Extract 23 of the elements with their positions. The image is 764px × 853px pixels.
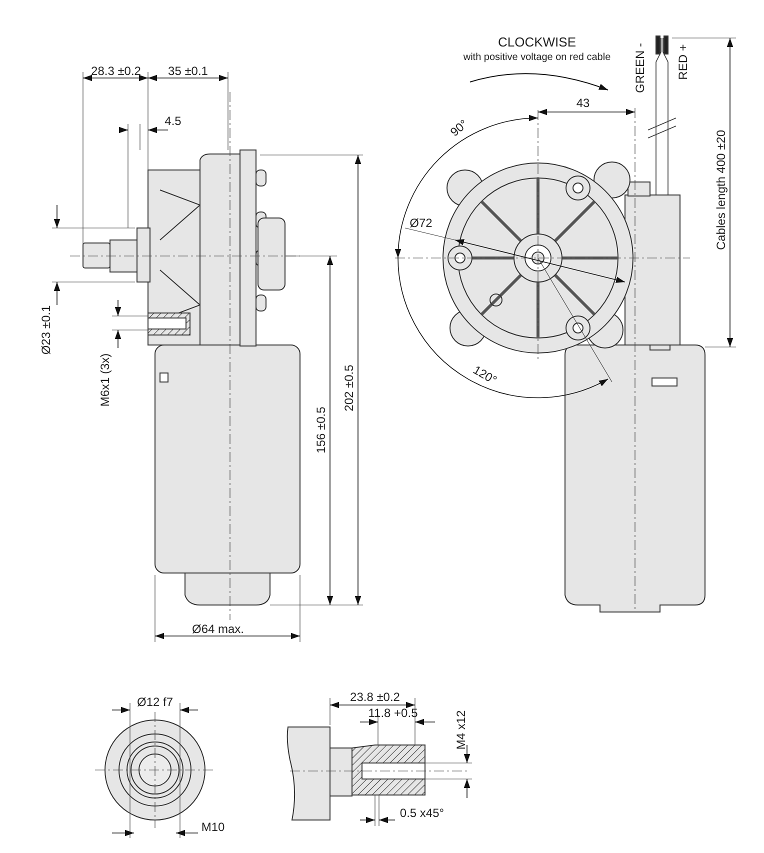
dimension-label: Cables length 400 ±20	[715, 130, 727, 250]
dimension-label: 11.8 +0.5	[368, 707, 418, 719]
rotation-label: CLOCKWISE	[498, 36, 576, 48]
dimension-label: 120°	[471, 364, 499, 386]
dimension-label: 23.8 ±0.2	[350, 691, 400, 703]
dimension-label: 43	[576, 97, 590, 109]
dimension-label: Ø12 f7	[136, 696, 174, 708]
wire-label: GREEN -	[634, 43, 646, 93]
note-text: with positive voltage on red cable	[463, 53, 611, 63]
dimension-label: M10	[201, 821, 225, 833]
dimension-label: Ø72	[410, 217, 432, 229]
dimension-label: 202 ±0.5	[343, 364, 355, 412]
dimension-label: 156 ±0.5	[315, 406, 327, 454]
dimension-label: 0.5 x45°	[400, 807, 444, 819]
dimension-label: Ø64 max.	[192, 623, 244, 635]
dimension-label: 28.3 ±0.2	[91, 65, 141, 77]
dimension-label: 90°	[448, 118, 470, 138]
dimension-label: 35 ±0.1	[168, 65, 208, 77]
dimension-label: M4 x12	[455, 710, 467, 750]
dimension-label: Ø23 ±0.1	[40, 305, 52, 355]
wire-label: RED +	[677, 44, 689, 80]
dimension-label: M6x1 (3x)	[99, 353, 111, 407]
dimension-label: 4.5	[164, 115, 182, 127]
